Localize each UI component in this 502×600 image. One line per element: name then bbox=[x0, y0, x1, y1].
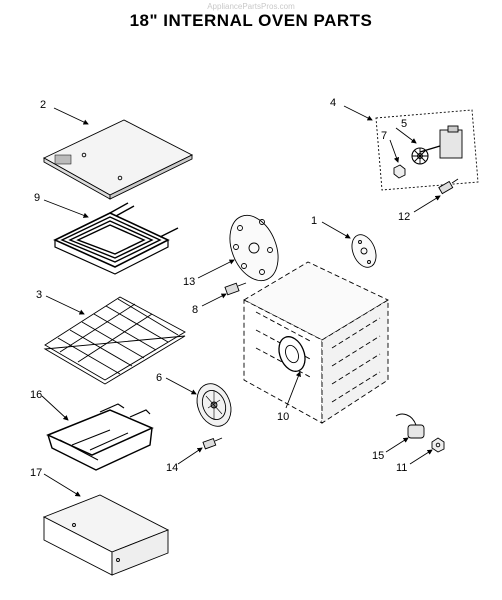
callout-12: 12 bbox=[398, 211, 410, 223]
callout-13: 13 bbox=[183, 276, 195, 288]
part-5-fan-motor[interactable] bbox=[411, 125, 463, 165]
callout-16: 16 bbox=[30, 389, 42, 401]
part-15-sensor[interactable] bbox=[395, 413, 425, 439]
part-6-convection-fan[interactable] bbox=[191, 379, 237, 432]
callout-3: 3 bbox=[36, 289, 42, 301]
callout-15: 15 bbox=[372, 450, 384, 462]
callout-14: 14 bbox=[166, 462, 178, 474]
part-11-nut[interactable] bbox=[431, 437, 445, 453]
leader-lines bbox=[41, 105, 441, 497]
callout-2: 2 bbox=[40, 99, 46, 111]
part-10-oven-cavity[interactable] bbox=[243, 261, 389, 424]
part-3-oven-rack[interactable] bbox=[43, 296, 186, 385]
callout-5: 5 bbox=[401, 118, 407, 130]
part-1-fan-cover[interactable] bbox=[347, 231, 380, 271]
watermark: AppliancePartsPros.com bbox=[207, 2, 295, 11]
callout-labels: 2 4 5 7 9 12 1 13 8 3 6 10 16 14 15 11 1… bbox=[30, 97, 410, 479]
callout-8: 8 bbox=[192, 304, 198, 316]
part-17-broil-pan-tray[interactable] bbox=[42, 494, 170, 576]
part-14-screw[interactable] bbox=[202, 437, 223, 450]
part-16-broil-pan-grid[interactable] bbox=[46, 403, 154, 471]
callout-9: 9 bbox=[34, 192, 40, 204]
part-8-screw[interactable] bbox=[224, 282, 247, 296]
callout-1: 1 bbox=[311, 215, 317, 227]
callout-11: 11 bbox=[396, 462, 407, 474]
page-title: 18" INTERNAL OVEN PARTS bbox=[129, 11, 373, 30]
part-2-ceiling-panel[interactable] bbox=[43, 119, 194, 200]
part-4-convection-motor-assembly[interactable] bbox=[375, 109, 479, 191]
part-7-fan-nut[interactable] bbox=[393, 164, 406, 179]
cavity-fan-opening bbox=[278, 336, 306, 372]
part-9-broil-element[interactable] bbox=[53, 202, 179, 275]
callout-10: 10 bbox=[277, 411, 289, 423]
callout-6: 6 bbox=[156, 372, 162, 384]
callout-17: 17 bbox=[30, 467, 42, 479]
callout-4: 4 bbox=[330, 97, 336, 109]
callout-7: 7 bbox=[381, 130, 387, 142]
part-13-convection-gasket[interactable] bbox=[221, 208, 287, 288]
part-12-screw[interactable] bbox=[438, 178, 459, 195]
